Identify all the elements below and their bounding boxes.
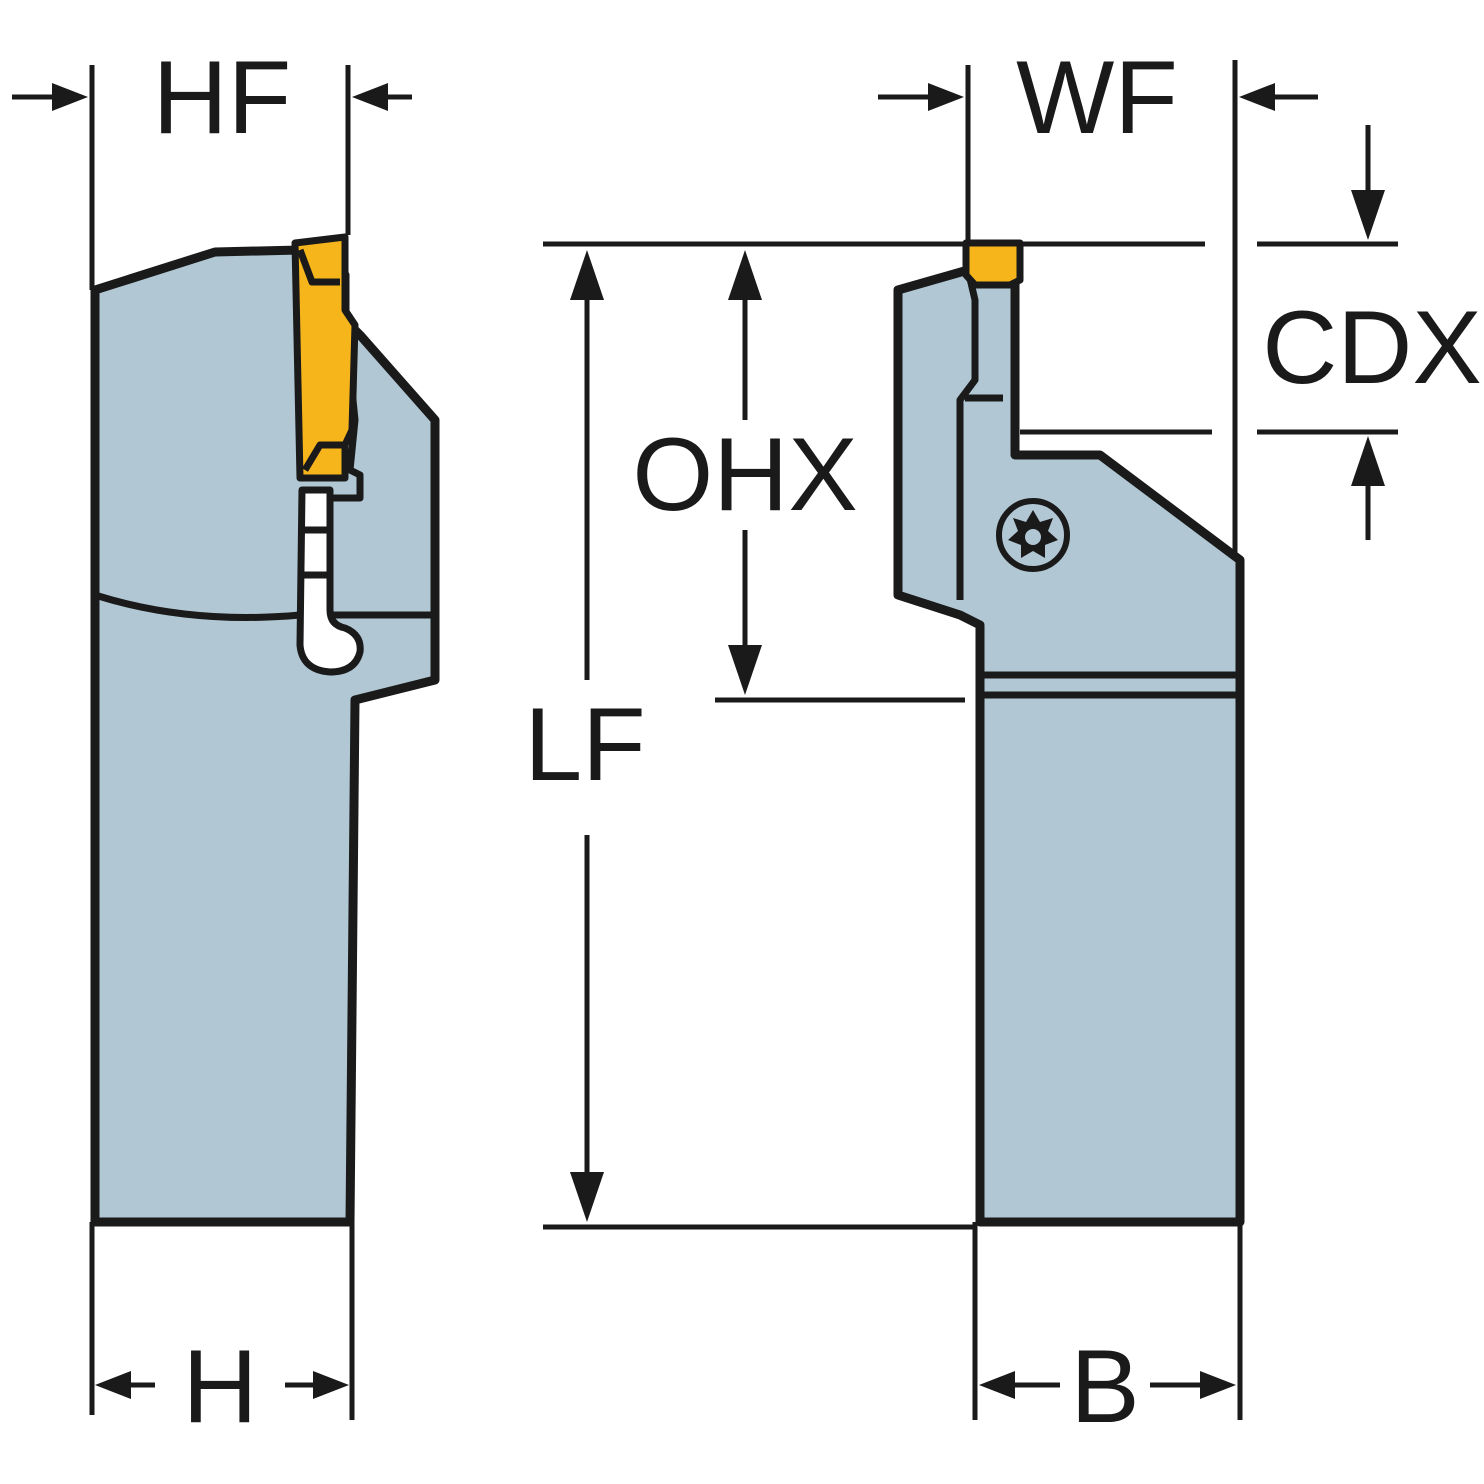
front-view [90, 233, 440, 1227]
front-view-insert[interactable] [291, 233, 359, 482]
dimension-labels: HF H WF B LF OHX CDX [153, 40, 1482, 1445]
side-view [893, 239, 1245, 1227]
front-view-head-line [93, 591, 435, 621]
label-wf: WF [1016, 40, 1178, 156]
side-view-divider [980, 671, 1240, 699]
torx-screw-icon[interactable] [996, 498, 1070, 572]
label-cdx: CDX [1262, 290, 1482, 406]
side-view-blade [956, 269, 1003, 600]
label-ohx: OHX [632, 417, 857, 533]
label-b: B [1070, 1329, 1139, 1445]
dimension-lines [12, 60, 1398, 1420]
front-view-shank [90, 245, 440, 1227]
front-view-insert-edge [296, 248, 345, 472]
front-view-slot-step [302, 526, 330, 579]
side-view-insert[interactable] [962, 239, 1024, 289]
label-hf: HF [153, 40, 292, 156]
label-h: H [182, 1329, 257, 1445]
label-lf: LF [524, 687, 645, 803]
front-view-relief-slot [296, 486, 364, 676]
side-view-shank [893, 265, 1245, 1227]
